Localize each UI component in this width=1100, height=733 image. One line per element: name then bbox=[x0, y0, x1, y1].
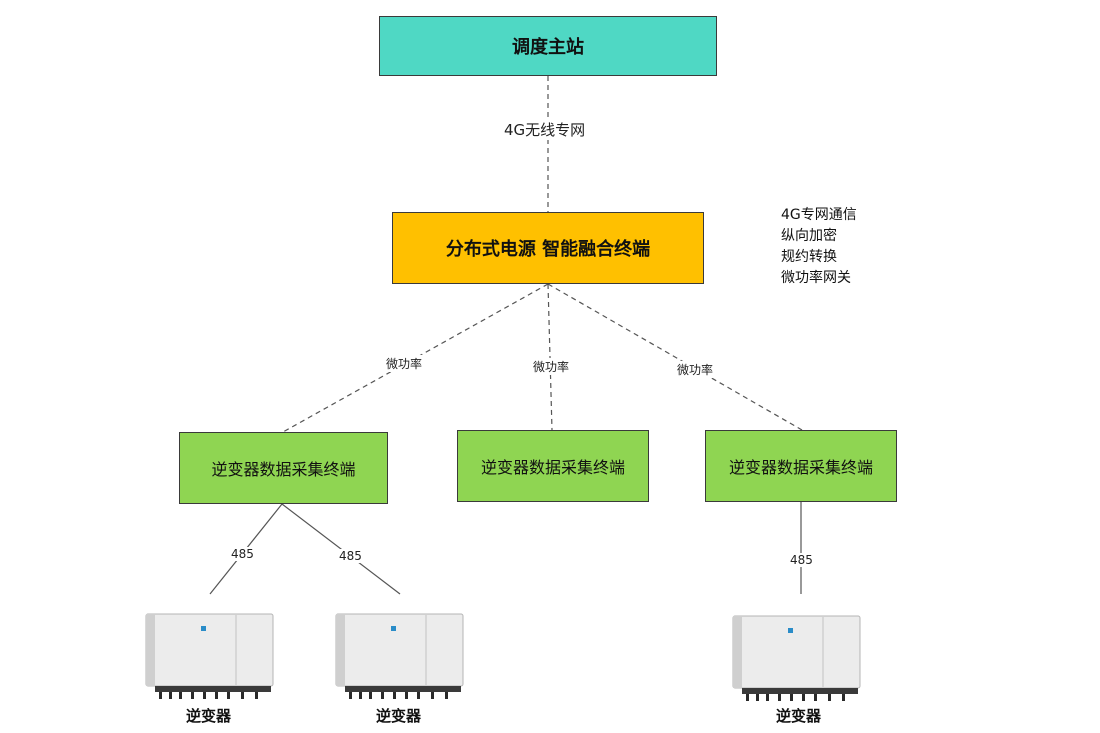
inverter-icon bbox=[732, 615, 861, 701]
rs485-label: 485 bbox=[788, 553, 815, 567]
link-fusion-collector-3 bbox=[547, 283, 803, 431]
collector-label: 逆变器数据采集终端 bbox=[728, 458, 873, 477]
collector-box: 逆变器数据采集终端 bbox=[179, 432, 388, 504]
collector-label: 逆变器数据采集终端 bbox=[211, 460, 356, 479]
collector-label: 逆变器数据采集终端 bbox=[480, 458, 625, 477]
master-station-box: 调度主站 bbox=[379, 16, 717, 76]
feature-item: 纵向加密 bbox=[781, 228, 837, 244]
rs485-label: 485 bbox=[337, 549, 364, 563]
rs485-label: 485 bbox=[229, 547, 256, 561]
micro-power-label: 微功率 bbox=[384, 355, 425, 372]
fusion-terminal-label: 分布式电源 智能融合终端 bbox=[445, 239, 651, 260]
inverter-label: 逆变器 bbox=[186, 707, 232, 725]
link-fusion-collector-2 bbox=[547, 283, 553, 431]
features-list: 4G专网通信 纵向加密 规约转换 微功率网关 bbox=[781, 205, 857, 289]
inverter-icon bbox=[335, 613, 464, 699]
feature-item: 规约转换 bbox=[781, 249, 837, 265]
uplink-label: 4G无线专网 bbox=[502, 119, 588, 140]
micro-power-label: 微功率 bbox=[531, 358, 572, 375]
collector-box: 逆变器数据采集终端 bbox=[705, 430, 897, 502]
feature-item: 4G专网通信 bbox=[781, 207, 857, 223]
fusion-terminal-box: 分布式电源 智能融合终端 bbox=[392, 212, 704, 284]
inverter-label: 逆变器 bbox=[376, 707, 422, 725]
micro-power-label: 微功率 bbox=[675, 361, 716, 378]
link-fusion-collector-1 bbox=[282, 283, 549, 433]
inverter-icon bbox=[145, 613, 274, 699]
collector-box: 逆变器数据采集终端 bbox=[457, 430, 649, 502]
master-station-label: 调度主站 bbox=[512, 37, 584, 58]
inverter-label: 逆变器 bbox=[776, 707, 822, 725]
feature-item: 微功率网关 bbox=[781, 270, 851, 286]
